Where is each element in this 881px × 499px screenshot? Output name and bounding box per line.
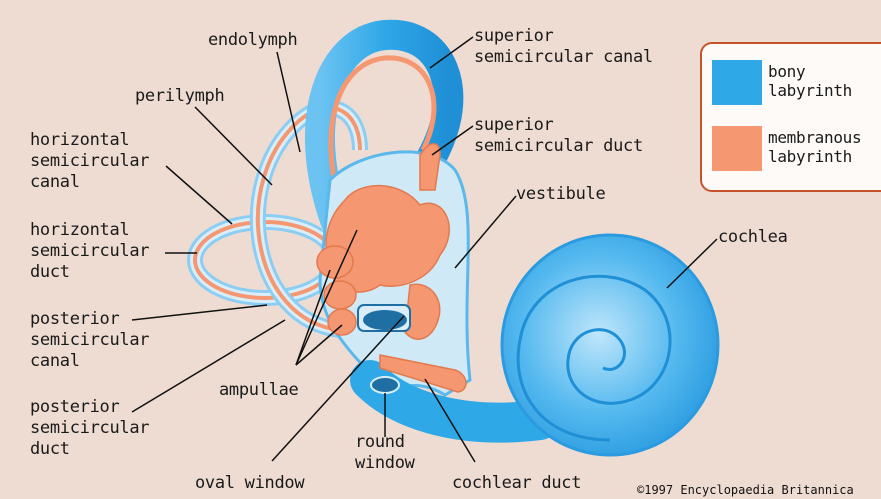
label-horizontal-semicircular-duct: horizontal semicircular duct xyxy=(30,220,149,283)
label-horizontal-semicircular-canal: horizontal semicircular canal xyxy=(30,130,149,193)
legend: bony labyrinth membranous labyrinth xyxy=(700,42,881,192)
legend-label-bony: bony labyrinth xyxy=(768,62,852,100)
label-perilymph: perilymph xyxy=(135,86,224,107)
label-superior-semicircular-canal: superior semicircular canal xyxy=(474,26,653,68)
label-posterior-semicircular-duct: posterior semicircular duct xyxy=(30,397,149,460)
label-posterior-semicircular-canal: posterior semicircular canal xyxy=(30,309,149,372)
label-vestibule: vestibule xyxy=(516,184,605,205)
label-cochlear-duct: cochlear duct xyxy=(452,473,581,494)
label-superior-semicircular-duct: superior semicircular duct xyxy=(474,115,643,157)
legend-swatch-bony xyxy=(712,60,762,105)
label-ampullae: ampullae xyxy=(219,380,298,401)
label-round-window: round window xyxy=(355,432,415,474)
label-endolymph: endolymph xyxy=(208,30,297,51)
copyright-text: ©1997 Encyclopaedia Britannica xyxy=(637,483,854,497)
round-window-shape xyxy=(371,377,399,393)
legend-label-membranous: membranous labyrinth xyxy=(768,128,861,166)
legend-swatch-membranous xyxy=(712,126,762,171)
label-oval-window: oval window xyxy=(195,473,304,494)
label-cochlea: cochlea xyxy=(718,227,788,248)
